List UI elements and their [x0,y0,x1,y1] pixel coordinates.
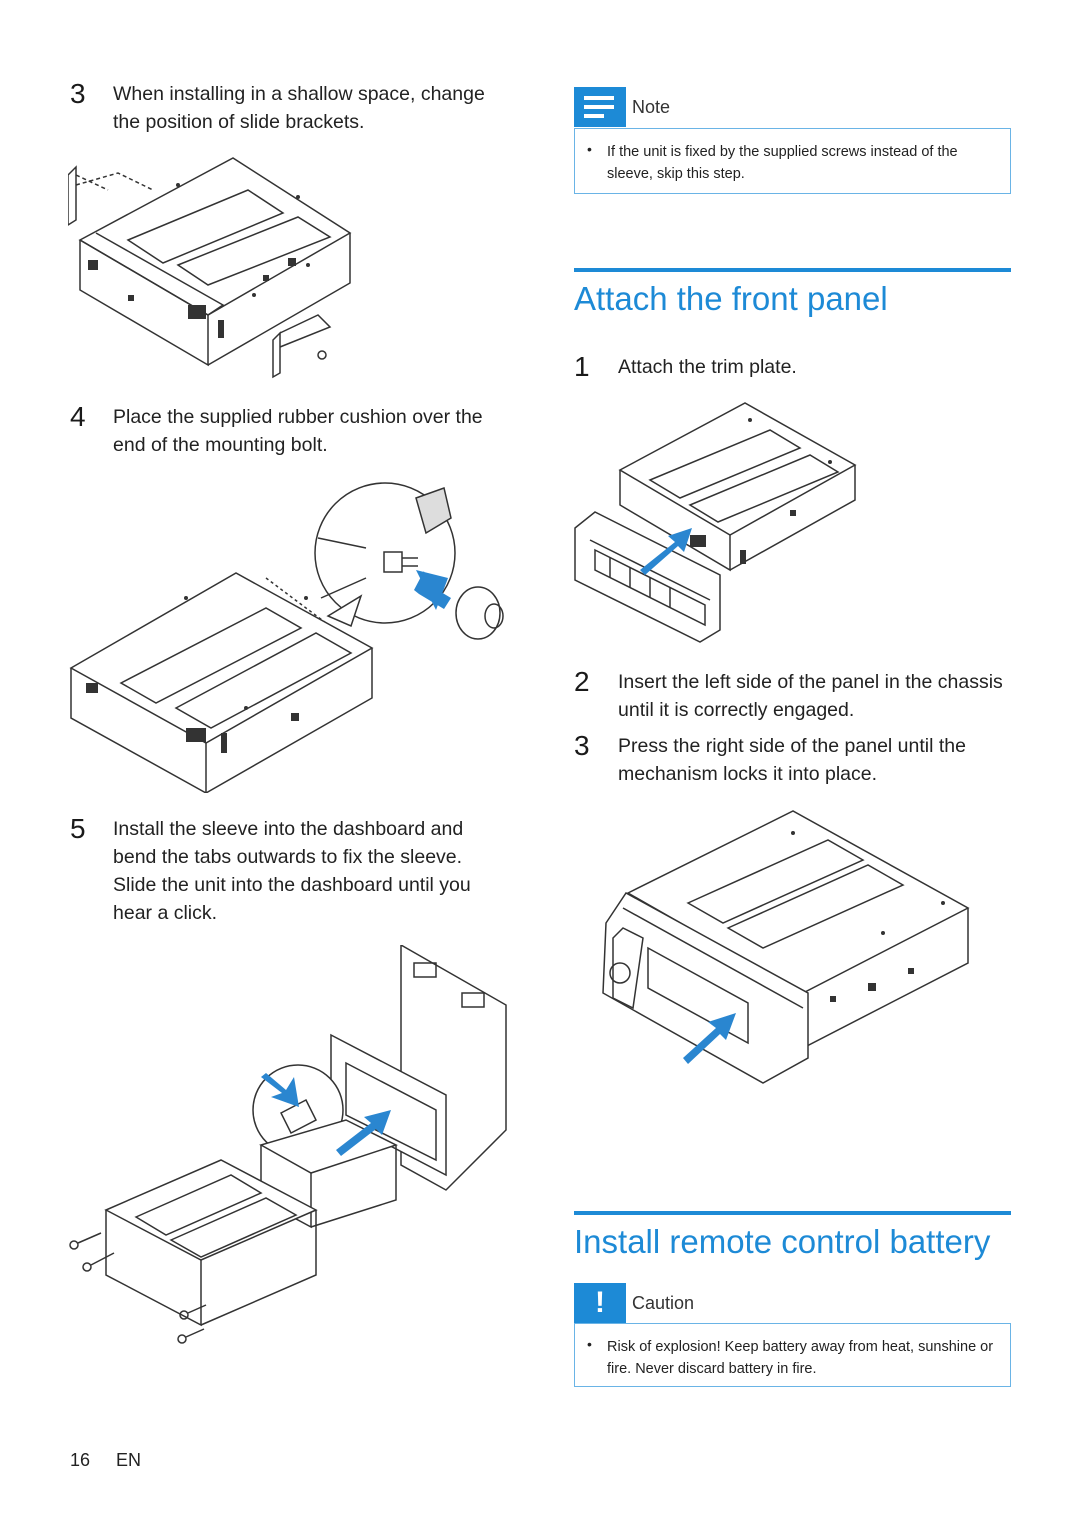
battery-heading: Install remote control battery [574,1223,991,1260]
caution-exclamation: ! [595,1286,605,1319]
note-text: If the unit is fixed by the supplied scr… [607,144,958,182]
step-number: 3 [70,78,86,109]
step-number: 4 [70,401,86,432]
step-number: 3 [574,730,590,761]
battery-rule [574,1211,1011,1215]
step-text: Install the sleeve into the dashboard an… [113,818,471,924]
page-number: 16 [70,1450,91,1470]
note-box: • If the unit is fixed by the supplied s… [574,128,1011,194]
language-code: EN [116,1450,142,1470]
front-panel-heading: Attach the front panel [574,280,888,317]
note-bullet: • [587,141,592,157]
step-text: Insert the left side of the panel in the… [618,671,1003,721]
trim-plate-illustration [574,402,857,643]
caution-bullet: • [587,1336,592,1352]
caution-text: Risk of explosion! Keep battery away fro… [607,1339,994,1377]
step-text: Attach the trim plate. [618,356,797,378]
front-panel-lock-illustration [602,810,970,1084]
slide-brackets-illustration [68,157,352,379]
front-panel-rule [574,268,1011,272]
step-text: Press the right side of the panel until … [618,735,966,785]
caution-label: Caution [632,1293,695,1313]
step-number: 1 [574,351,590,382]
dashboard-install-illustration [69,945,507,1344]
step-number: 2 [574,666,590,697]
note-label: Note [632,97,671,117]
caution-box: • Risk of explosion! Keep battery away f… [574,1323,1011,1387]
step-number: 5 [70,813,86,844]
caution-icon: ! [574,1283,626,1323]
note-icon [574,87,626,127]
step-text: When installing in a shallow space, chan… [113,83,485,133]
step-text: Place the supplied rubber cushion over t… [113,406,483,456]
rubber-cushion-illustration [69,482,504,793]
